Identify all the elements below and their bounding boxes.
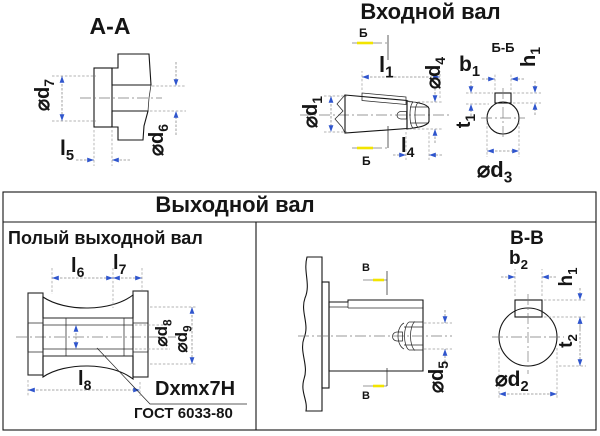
section-mark-v-top: В	[362, 262, 370, 274]
bb-section-title: Б-Б	[491, 40, 515, 55]
output-panel-frame	[2, 191, 597, 431]
dim-label-b1: b1	[459, 53, 480, 81]
vv-key-section-drawing	[492, 269, 586, 399]
section-mark-b-top: Б	[359, 26, 368, 40]
gost-standard: ГОСТ 6033-80	[134, 405, 233, 422]
dim-label-l7: l7	[113, 252, 127, 277]
input-shaft-title: Входной вал	[360, 0, 501, 24]
hollow-shaft-subtitle: Полый выходной вал	[8, 228, 203, 248]
dim-label-d7: ⌀d7	[32, 78, 57, 112]
dim-label-d1: ⌀d1	[300, 95, 325, 129]
dim-label-l6: l6	[71, 255, 85, 280]
dim-label-d8: ⌀d8	[152, 319, 175, 347]
dim-label-h1: h1	[518, 47, 543, 68]
dim-label-d4: ⌀d4	[423, 56, 448, 90]
dim-label-d3: ⌀d3	[477, 157, 513, 187]
input-shaft-drawing	[300, 35, 450, 160]
dim-label-d5: ⌀d5	[426, 360, 451, 394]
dim-label-l1: l1	[379, 52, 394, 82]
dim-label-t2: t2	[556, 334, 580, 348]
solid-shaft-drawing	[298, 256, 452, 412]
dim-label-d6: ⌀d6	[146, 123, 171, 157]
section-mark-v-bottom: В	[362, 390, 370, 402]
aa-section-title: А-А	[89, 13, 131, 39]
spline-designation: Dxmx7H	[155, 378, 236, 400]
hollow-shaft-drawing	[16, 268, 247, 405]
dim-label-l8: l8	[78, 368, 92, 393]
section-mark-b-bottom: Б	[362, 154, 371, 168]
dim-label-l5: l5	[60, 137, 75, 165]
dim-label-h1-vv: h1	[556, 267, 580, 287]
vv-section-title: В-В	[510, 228, 544, 249]
output-shaft-header: Выходной вал	[155, 192, 315, 217]
bb-key-section-drawing	[466, 73, 541, 157]
dim-label-d2: ⌀d2	[495, 368, 529, 396]
dim-label-b2: b2	[509, 248, 529, 272]
aa-section-drawing	[52, 53, 186, 166]
dim-label-d9: ⌀d9	[172, 325, 195, 353]
dim-label-t1: t1	[453, 113, 478, 129]
dim-label-l4: l4	[401, 135, 415, 160]
